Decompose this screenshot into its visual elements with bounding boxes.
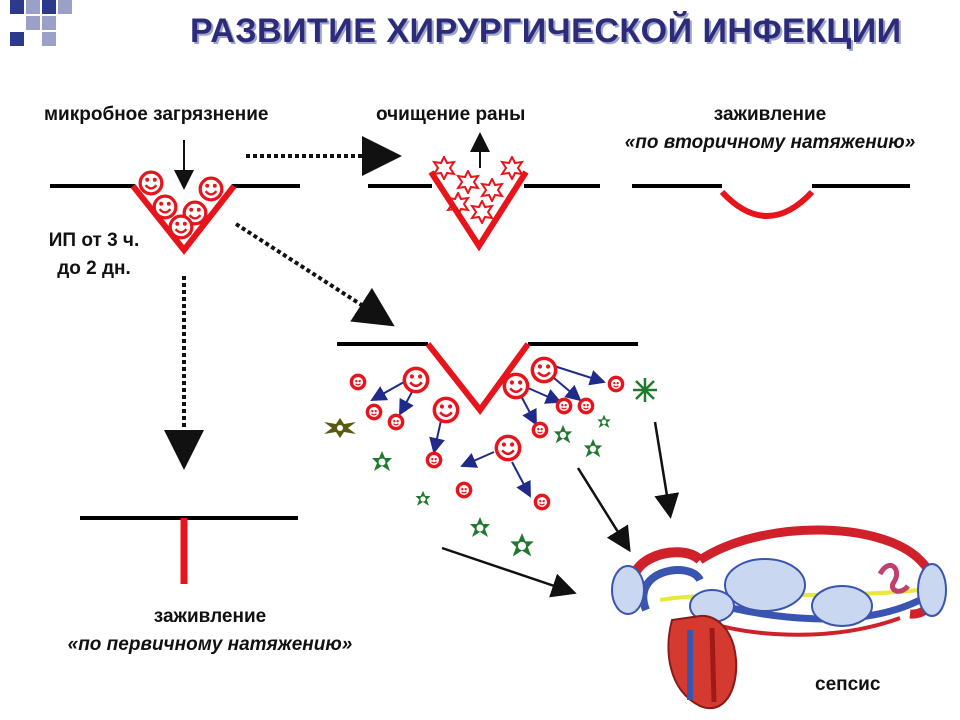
label-primary-healing-2: «по первичному натяжению» xyxy=(67,634,353,655)
cell-icon xyxy=(415,490,431,506)
microbe-icon xyxy=(455,481,473,499)
arrows-to-sepsis xyxy=(441,421,680,598)
wound-infection xyxy=(337,342,638,415)
label-contamination: микробное загрязнение xyxy=(44,104,269,125)
corner-square xyxy=(10,0,24,14)
arrow-to-infection xyxy=(234,222,395,327)
microbe-icon xyxy=(365,403,383,421)
debris-icon xyxy=(457,170,479,194)
wound-contamination xyxy=(50,140,300,255)
label-incubation-1: ИП от 3 ч. xyxy=(48,230,140,251)
circulation-illustration xyxy=(611,525,947,709)
microbe-icon xyxy=(555,397,573,415)
corner-square xyxy=(10,32,24,46)
corner-square xyxy=(42,0,56,14)
microbe-icon xyxy=(533,493,551,511)
microbe-icon xyxy=(432,396,460,424)
microbe-icon xyxy=(402,366,430,394)
debris-icon xyxy=(471,200,493,224)
cell-icon xyxy=(324,418,356,438)
microbe-icon xyxy=(387,413,405,431)
corner-square xyxy=(42,16,56,30)
wound-cleaning xyxy=(368,132,600,252)
debris-icon xyxy=(501,156,523,180)
page-title: РАЗВИТИЕ ХИРУРГИЧЕСКОЙ ИНФЕКЦИИ xyxy=(190,12,902,50)
debris-icon xyxy=(433,156,455,180)
microbe-icon xyxy=(425,451,443,469)
cell-icon xyxy=(583,438,603,458)
corner-square xyxy=(58,0,72,14)
microbe-icon xyxy=(531,421,549,439)
label-primary-healing-1: заживление xyxy=(153,606,267,627)
cell-icon xyxy=(372,451,392,471)
cell-icon xyxy=(597,414,611,428)
label-secondary-healing-2: «по вторичному натяжению» xyxy=(624,132,916,153)
microbe-icon xyxy=(607,375,625,393)
corner-square xyxy=(26,16,40,30)
microbe-icon xyxy=(494,434,522,462)
microbe-icon xyxy=(530,356,558,384)
wound-primary-healing xyxy=(80,516,298,584)
label-sepsis: сепсис xyxy=(815,674,881,695)
microbe-icon xyxy=(138,170,164,196)
microbe-icon xyxy=(577,397,595,415)
wound-secondary-healing xyxy=(632,184,910,219)
microbe-icon xyxy=(168,214,194,240)
microbe-icon xyxy=(152,194,178,220)
corner-square xyxy=(42,32,56,46)
debris-icon xyxy=(481,178,503,202)
microbe-icon xyxy=(502,372,530,400)
cell-icon xyxy=(553,424,573,444)
cell-icon xyxy=(470,517,490,537)
label-secondary-healing-1: заживление xyxy=(713,104,827,125)
microbe-icon xyxy=(349,373,367,391)
label-incubation-2: до 2 дн. xyxy=(57,258,131,279)
label-cleaning: очищение раны xyxy=(376,104,526,125)
microbe-icon xyxy=(198,176,224,202)
cell-icon xyxy=(633,378,657,402)
cell-icon xyxy=(510,533,534,557)
corner-square xyxy=(26,0,40,14)
